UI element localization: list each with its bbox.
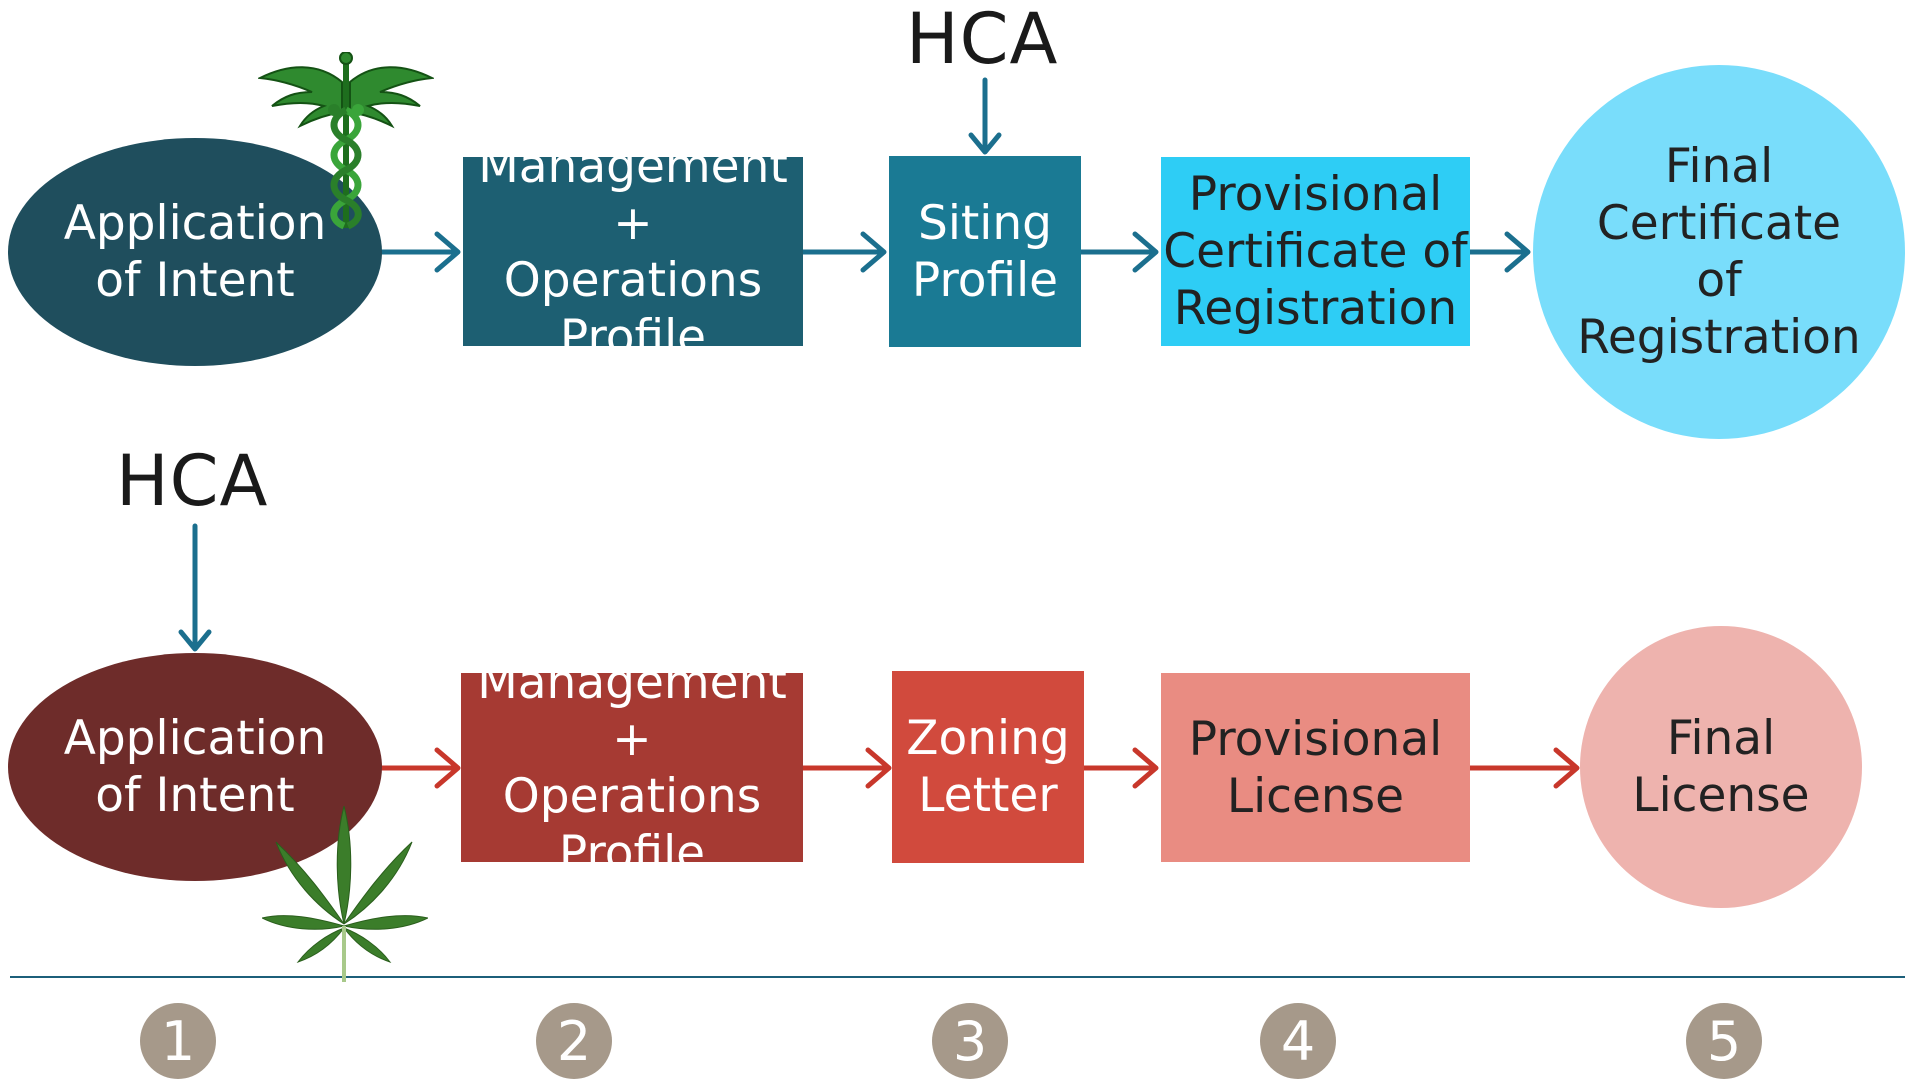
hca-label-top: HCA <box>906 0 1059 80</box>
top-node-siting-profile: Siting Profile <box>889 156 1081 347</box>
bottom-node-provisional-license: Provisional License <box>1161 673 1470 862</box>
arrow-top-3-4 <box>1078 231 1159 273</box>
hca-label-bottom: HCA <box>116 440 269 522</box>
bottom-node-application-of-intent: Application of Intent <box>8 653 382 881</box>
bottom-flow-arrows <box>379 747 1580 789</box>
top-flow-arrows <box>178 77 1531 652</box>
step-badge-2: 2 <box>536 1003 612 1079</box>
arrow-bottom-4-5 <box>1467 747 1580 789</box>
step-badge-1: 1 <box>140 1003 216 1079</box>
top-node-application-of-intent: Application of Intent <box>8 138 382 366</box>
bottom-node-zoning-letter: Zoning Letter <box>892 671 1084 863</box>
arrow-hca-top <box>968 77 1002 155</box>
top-node-final-certificate: Final Certificate of Registration <box>1533 65 1905 439</box>
arrow-bottom-2-3 <box>800 747 892 789</box>
cannabis-leaf-icon <box>262 806 428 982</box>
caduceus-icon <box>258 52 434 230</box>
arrow-bottom-3-4 <box>1081 747 1159 789</box>
top-node-management-operations-profile: Management + Operations Profile <box>463 139 803 365</box>
arrow-top-2-3 <box>800 231 887 273</box>
arrow-hca-bottom <box>178 523 212 652</box>
step-badge-5: 5 <box>1686 1003 1762 1079</box>
top-node-provisional-certificate: Provisional Certificate of Registration <box>1161 157 1470 346</box>
arrow-bottom-1-2 <box>379 747 461 789</box>
arrow-top-1-2 <box>379 231 461 273</box>
bottom-node-management-operations-profile: Management + Operations Profile <box>461 655 803 881</box>
arrow-top-4-5 <box>1467 231 1531 273</box>
bottom-node-final-license: Final License <box>1580 626 1862 908</box>
step-badge-4: 4 <box>1260 1003 1336 1079</box>
step-badge-3: 3 <box>932 1003 1008 1079</box>
